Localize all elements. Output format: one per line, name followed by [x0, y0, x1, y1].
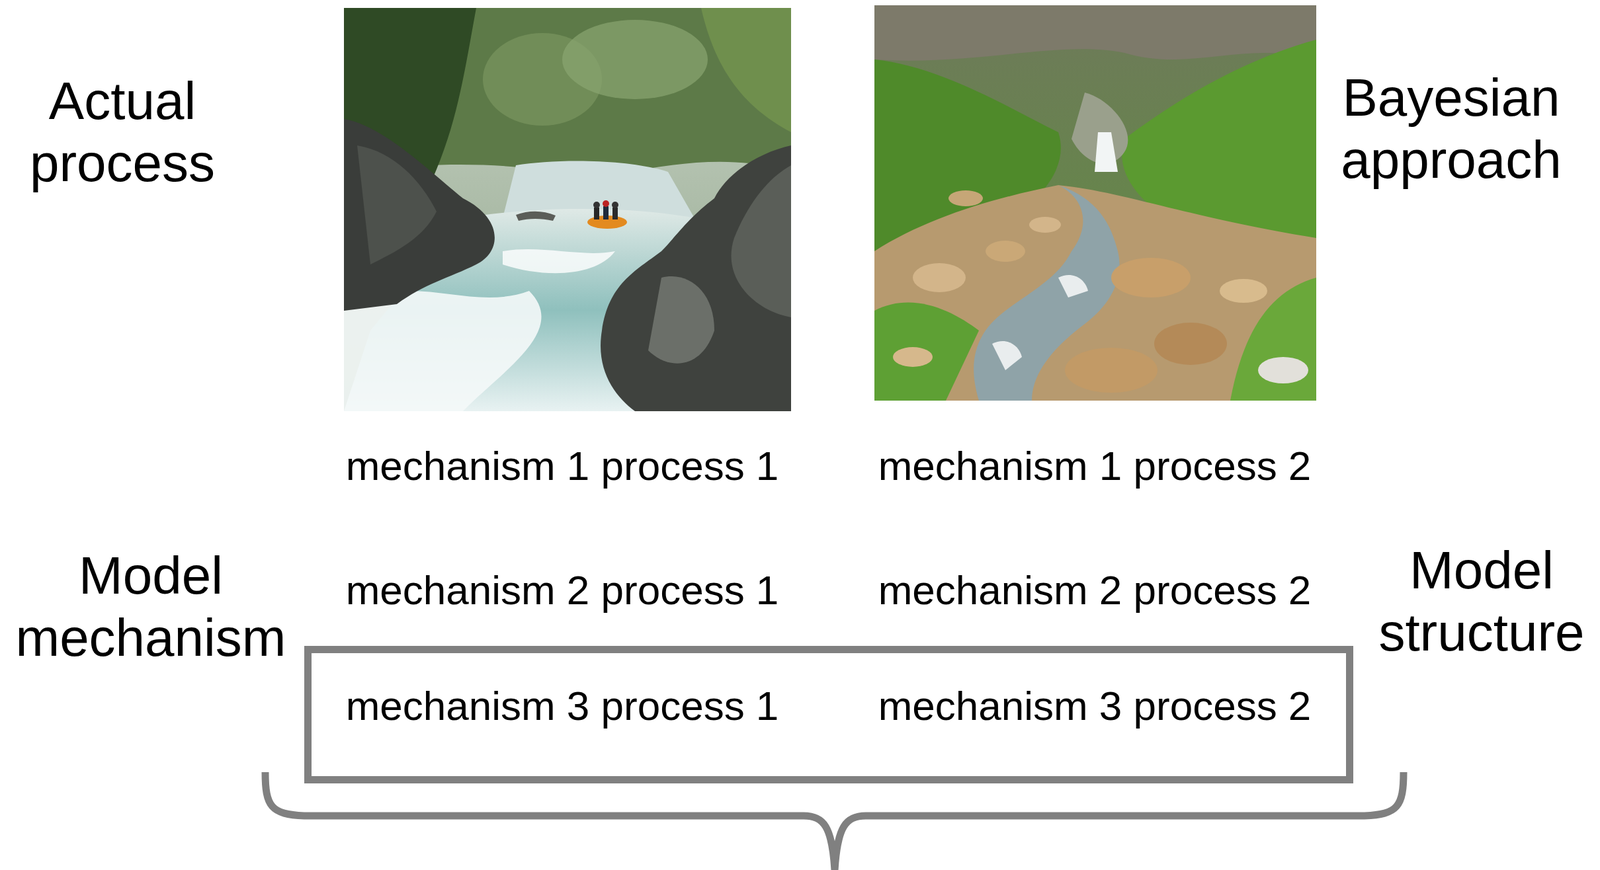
river-photo: [343, 7, 792, 412]
grouping-brace: [265, 772, 1404, 870]
side-heading: Actual process: [16, 70, 229, 196]
stream-photo: [874, 5, 1317, 401]
row-text: mechanism 1 process 1: [345, 441, 780, 491]
row-text: mechanism 3 process 1: [345, 681, 780, 731]
side-heading: Model mechanism: [5, 545, 297, 671]
side-heading: Bayesian approach: [1325, 66, 1577, 192]
side-heading: Model structure: [1369, 539, 1595, 665]
row-text: mechanism 2 process 1: [345, 566, 780, 616]
row-text: mechanism 2 process 2: [878, 566, 1312, 616]
row-text: mechanism 3 process 2: [878, 681, 1312, 731]
grouping-box: mechanism 3 process 1 mechanism 3 process…: [304, 646, 1354, 784]
row-text: mechanism 1 process 2: [878, 441, 1312, 491]
